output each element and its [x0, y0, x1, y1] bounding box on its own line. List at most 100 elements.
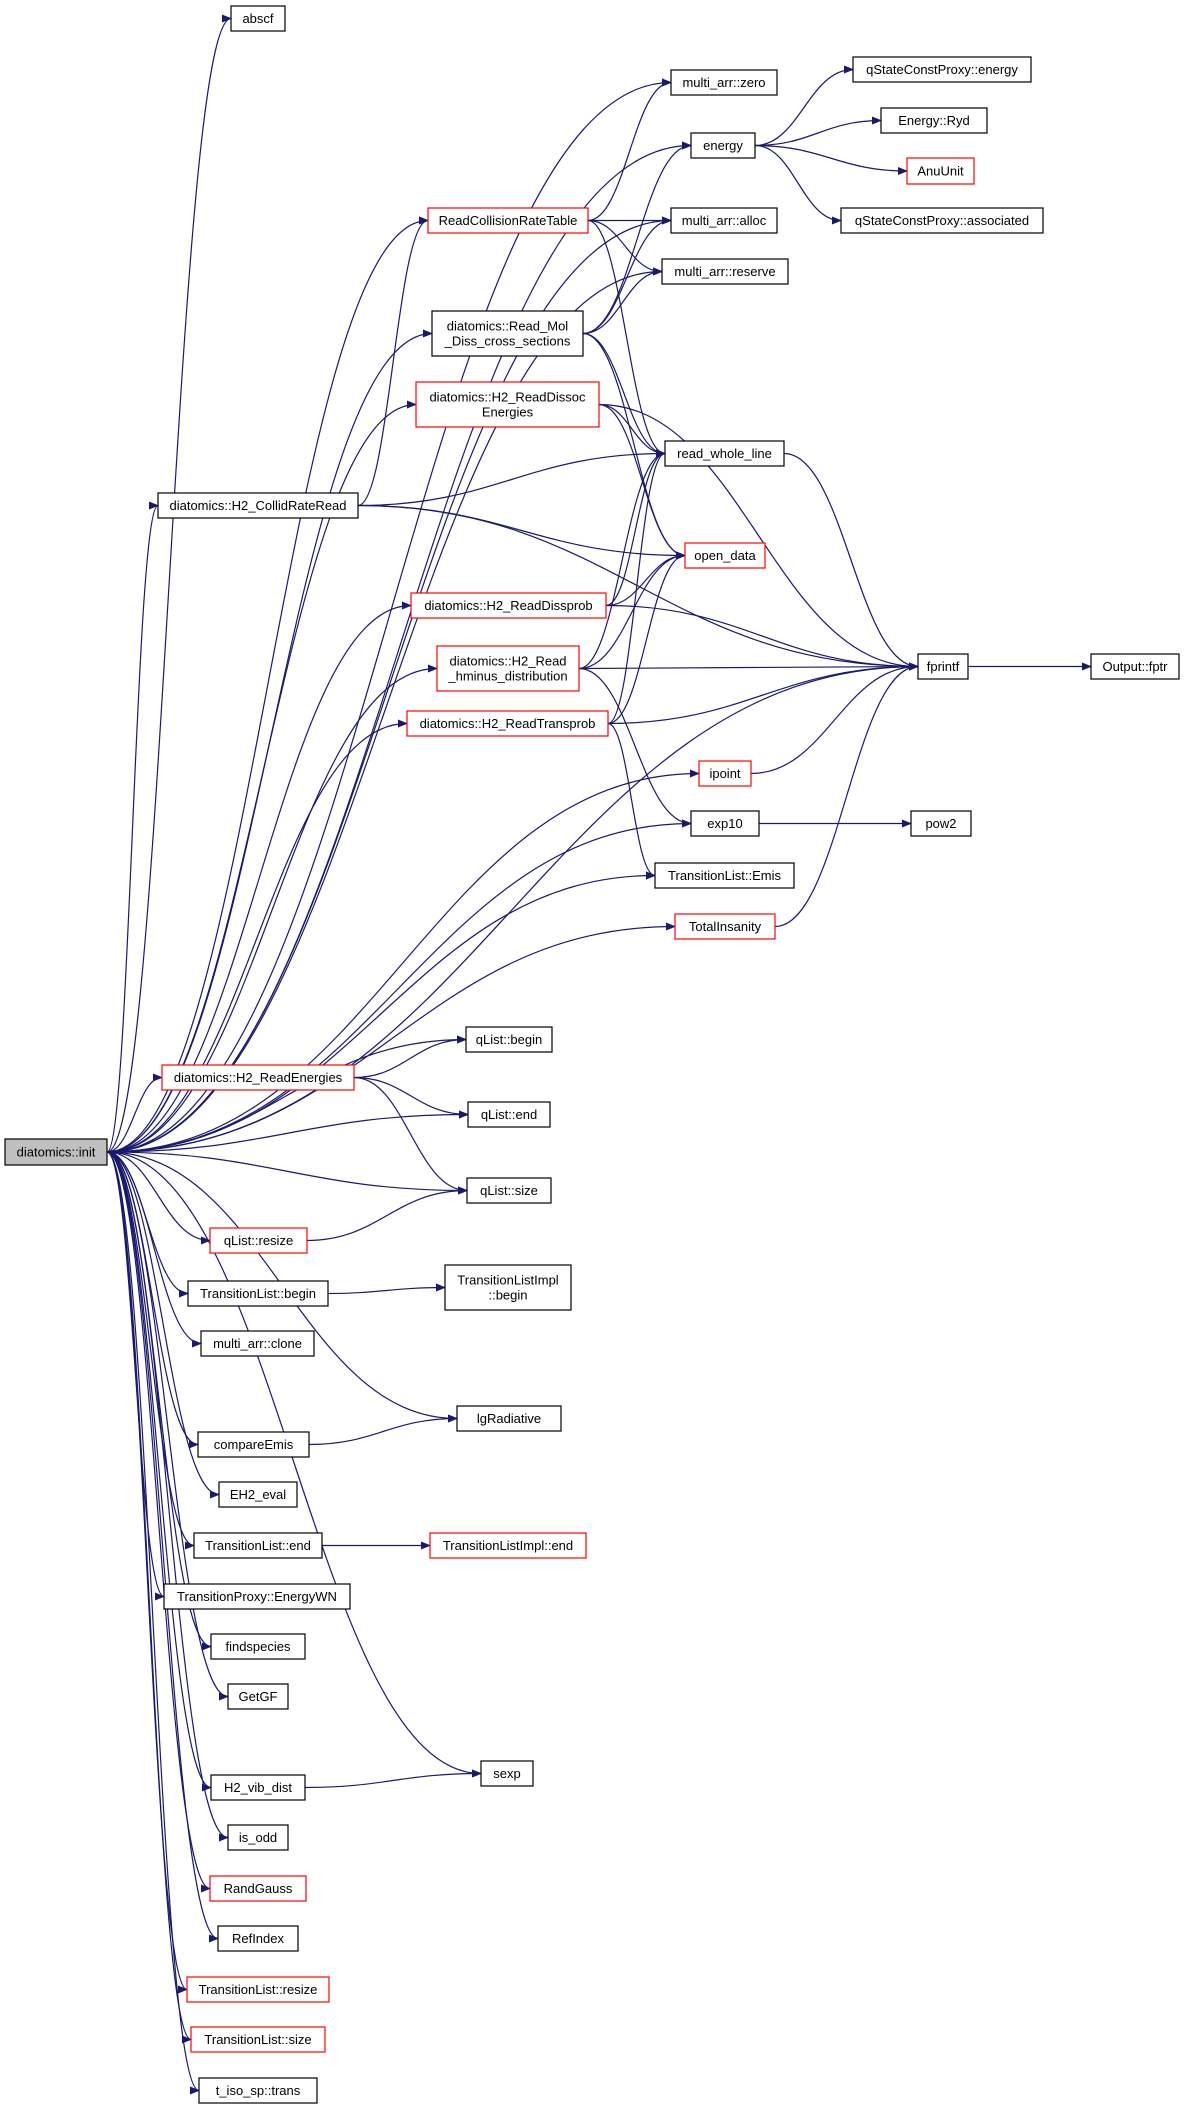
node-transitionproxy-energywn[interactable]: TransitionProxy::EnergyWN	[163, 1583, 351, 1610]
node-open-data[interactable]: open_data	[684, 542, 766, 569]
edge-h2trans-to-readwhole	[607, 449, 666, 725]
node-box	[466, 1177, 552, 1204]
node-transitionlist-resize[interactable]: TransitionList::resize	[186, 1976, 330, 2003]
edge-readmol-to-ma_alloc	[582, 216, 672, 335]
node-qlist-end[interactable]: qList::end	[467, 1101, 551, 1128]
edge-init-to-tl_size	[106, 1151, 192, 2044]
node-eh2-eval[interactable]: EH2_eval	[218, 1481, 298, 1508]
node-transitionlistimpl-end[interactable]: TransitionListImpl::end	[429, 1532, 587, 1559]
node-multi-arr-zero[interactable]: multi_arr::zero	[670, 69, 778, 96]
node-totalinsanity[interactable]: TotalInsanity	[674, 913, 776, 940]
node-compareemis[interactable]: compareEmis	[197, 1431, 310, 1458]
node-energy[interactable]: energy	[690, 132, 756, 159]
node-findspecies[interactable]: findspecies	[210, 1633, 306, 1660]
edge-init-to-randgauss	[106, 1151, 211, 1893]
node-transitionlist-begin[interactable]: TransitionList::begin	[187, 1280, 329, 1307]
node-label: RandGauss	[224, 1881, 293, 1896]
edge-readmol-to-ma_reserve	[582, 267, 663, 335]
node-pow2[interactable]: pow2	[910, 810, 972, 837]
edge-init-to-findspecies	[106, 1151, 212, 1651]
node-qlist-size[interactable]: qList::size	[466, 1177, 552, 1204]
node-fprintf[interactable]: fprintf	[917, 653, 969, 680]
node-qstateconstproxy-associated[interactable]: qStateConstProxy::associated	[840, 207, 1044, 234]
edge-init-to-ql_begin	[106, 1035, 467, 1153]
node-label: diatomics::H2_Read	[449, 654, 566, 669]
node-diatomics-h2-readdissprob[interactable]: diatomics::H2_ReadDissprob	[410, 592, 607, 619]
node-box	[4, 1138, 108, 1166]
edge-init-to-ipoint	[106, 769, 700, 1153]
node-box	[186, 1976, 330, 2003]
edge-init-to-energy	[106, 141, 692, 1153]
node-sexp[interactable]: sexp	[480, 1760, 534, 1787]
edge-init-to-tiso	[106, 1151, 200, 2095]
node-box	[690, 132, 756, 159]
node-diatomics-init: diatomics::init	[4, 1138, 108, 1166]
edge-init-to-isodd	[106, 1151, 229, 1842]
edge-readmol-to-energy	[582, 141, 692, 335]
node-box	[210, 1774, 306, 1801]
node-box	[230, 5, 286, 32]
edge-totalins-to-fprintf	[774, 662, 919, 928]
node-multi-arr-clone[interactable]: multi_arr::clone	[200, 1330, 315, 1357]
node-label: ipoint	[709, 766, 740, 781]
node-randgauss[interactable]: RandGauss	[209, 1875, 307, 1902]
node-transitionlist-size[interactable]: TransitionList::size	[190, 2026, 326, 2053]
node-label: GetGF	[238, 1689, 277, 1704]
node-transitionlistimpl-begin[interactable]: TransitionListImpl::begin	[444, 1264, 572, 1311]
node-box	[217, 1925, 299, 1952]
node-label: ::begin	[488, 1288, 527, 1303]
node-multi-arr-alloc[interactable]: multi_arr::alloc	[670, 207, 778, 234]
node-is-odd[interactable]: is_odd	[227, 1824, 289, 1851]
node-label: TransitionListImpl::end	[443, 1538, 573, 1553]
node-label: diatomics::H2_ReadEnergies	[174, 1070, 343, 1085]
node-box	[193, 1532, 323, 1559]
node-refindex[interactable]: RefIndex	[217, 1925, 299, 1952]
node-box	[910, 810, 972, 837]
node-ipoint[interactable]: ipoint	[698, 760, 752, 787]
node-diatomics-read-mol-diss-cross-sections[interactable]: diatomics::Read_Mol_Diss_cross_sections	[431, 310, 584, 357]
node-abscf[interactable]: abscf	[230, 5, 286, 32]
node-qlist-begin[interactable]: qList::begin	[465, 1026, 553, 1053]
node-h2-vib-dist[interactable]: H2_vib_dist	[210, 1774, 306, 1801]
edge-h2hminus-to-exp10	[578, 667, 692, 828]
node-diatomics-h2-readtransprob[interactable]: diatomics::H2_ReadTransprob	[406, 710, 609, 737]
edge-h2collid-to-readcoll	[357, 216, 429, 507]
edge-h2hminus-to-readwhole	[578, 449, 666, 670]
edge-energy-to-qscp_energy	[754, 65, 854, 147]
node-label: open_data	[694, 548, 756, 563]
node-multi-arr-reserve[interactable]: multi_arr::reserve	[661, 258, 789, 285]
node-label: TransitionList::end	[205, 1538, 311, 1553]
node-anuunit[interactable]: AnuUnit	[906, 157, 975, 185]
node-getgf[interactable]: GetGF	[227, 1683, 289, 1710]
node-energy-ryd[interactable]: Energy::Ryd	[880, 107, 988, 134]
node-label: diatomics::H2_ReadDissoc	[429, 390, 586, 405]
node-label: multi_arr::clone	[213, 1336, 302, 1351]
node-lgradiative[interactable]: lgRadiative	[456, 1405, 562, 1432]
node-diatomics-h2-readenergies[interactable]: diatomics::H2_ReadEnergies	[161, 1064, 355, 1091]
node-readcollisionratetable[interactable]: ReadCollisionRateTable	[427, 207, 589, 234]
edge-h2energies-to-ql_end	[353, 1076, 469, 1119]
node-box	[190, 2026, 326, 2053]
node-box	[210, 1633, 306, 1660]
node-qstateconstproxy-energy[interactable]: qStateConstProxy::energy	[852, 56, 1032, 83]
node-label: compareEmis	[214, 1437, 294, 1452]
node-qlist-resize[interactable]: qList::resize	[209, 1227, 308, 1254]
edge-init-to-ql_end	[106, 1110, 469, 1153]
node-box	[480, 1760, 534, 1787]
node-t-iso-sp-trans[interactable]: t_iso_sp::trans	[198, 2077, 318, 2104]
node-box	[406, 710, 609, 737]
node-transitionlist-end[interactable]: TransitionList::end	[193, 1532, 323, 1559]
edge-init-to-ql_resize	[106, 1151, 211, 1245]
node-diatomics-h2-collidrateread[interactable]: diatomics::H2_CollidRateRead	[157, 492, 359, 519]
node-transitionlist-emis[interactable]: TransitionList::Emis	[654, 862, 795, 889]
node-output-fptr[interactable]: Output::fptr	[1090, 653, 1180, 680]
edge-init-to-abscf	[106, 14, 232, 1153]
node-diatomics-h2-read-hminus-distribution[interactable]: diatomics::H2_Read_hminus_distribution	[436, 645, 580, 692]
node-label: multi_arr::zero	[682, 75, 765, 90]
edge-init-to-h2dissprob	[106, 601, 412, 1153]
node-box	[467, 1101, 551, 1128]
node-read-whole-line[interactable]: read_whole_line	[664, 440, 785, 467]
node-exp10[interactable]: exp10	[690, 810, 760, 837]
